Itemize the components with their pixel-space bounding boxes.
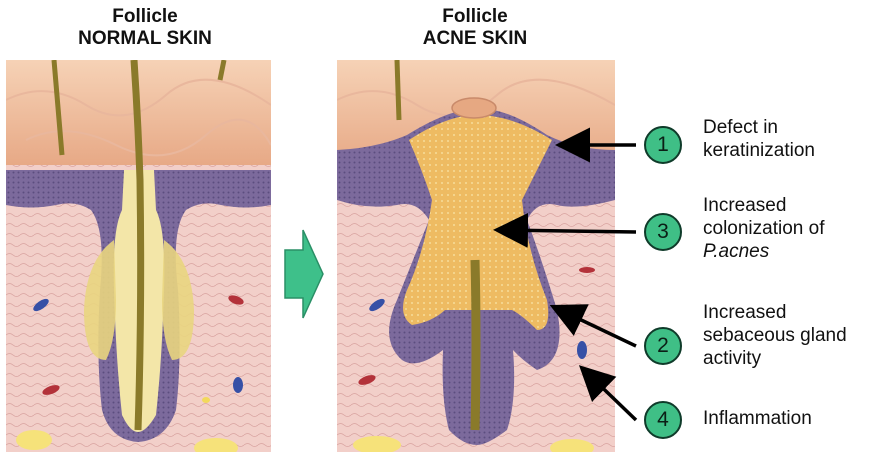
callout-badge-4: 4 [644, 401, 682, 439]
callout-2-line-3: activity [703, 347, 847, 370]
callout-label-1: Defect in keratinization [703, 116, 815, 162]
callout-badge-2: 2 [644, 327, 682, 365]
callout-label-2: Increased sebaceous gland activity [703, 301, 847, 370]
callout-label-3: Increased colonization of P.acnes [703, 194, 824, 263]
callout-2-line-1: Increased [703, 301, 847, 324]
arrow-4 [584, 370, 636, 420]
callout-3-line-3: P.acnes [703, 240, 824, 263]
callout-label-4: Inflammation [703, 407, 812, 430]
callout-4-line-1: Inflammation [703, 407, 812, 430]
callout-3-line-1: Increased [703, 194, 824, 217]
callout-3-line-2: colonization of [703, 217, 824, 240]
arrow-2 [556, 308, 636, 346]
callout-badge-1: 1 [644, 126, 682, 164]
callout-3-italic: P.acnes [703, 241, 769, 262]
callout-badge-3: 3 [644, 213, 682, 251]
callout-1-line-2: keratinization [703, 139, 815, 162]
arrow-3 [500, 230, 636, 232]
callout-1-line-1: Defect in [703, 116, 815, 139]
callout-2-line-2: sebaceous gland [703, 324, 847, 347]
